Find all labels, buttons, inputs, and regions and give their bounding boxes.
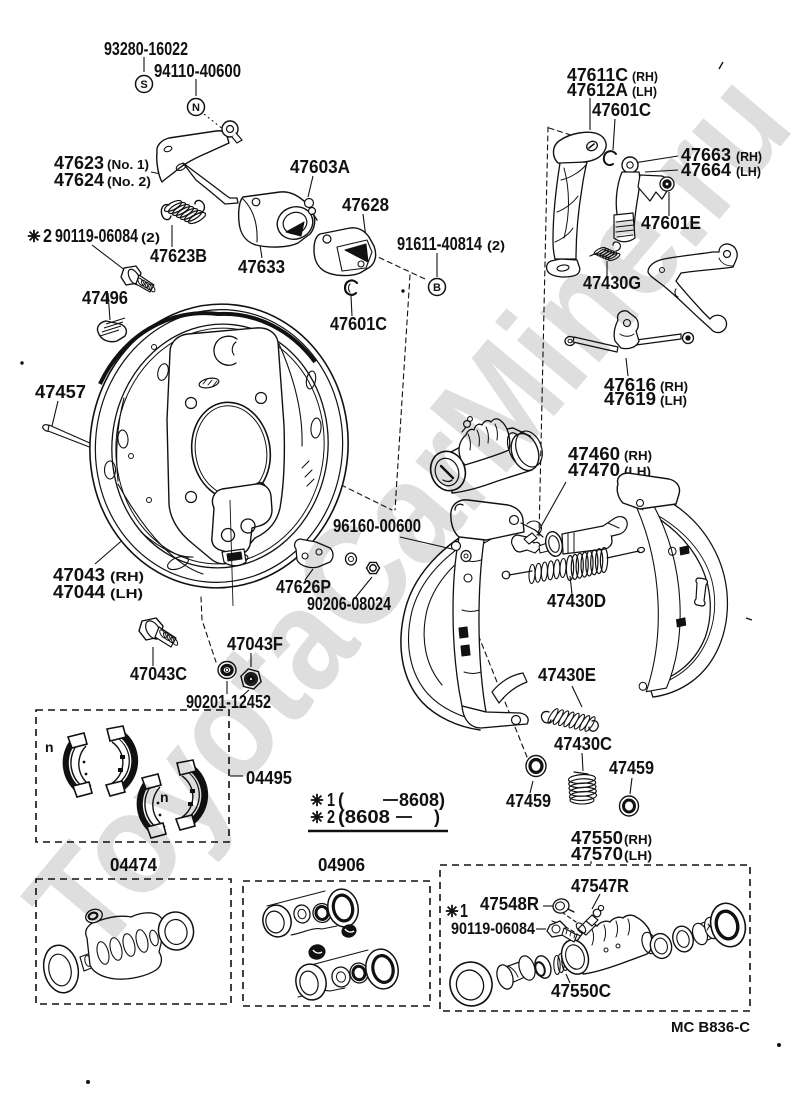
svg-text:(2): (2): [487, 238, 505, 253]
svg-text:8608): 8608): [399, 790, 445, 810]
svg-text:47664: 47664: [681, 160, 731, 180]
svg-text:(RH): (RH): [110, 569, 144, 584]
svg-text:(RH): (RH): [624, 832, 652, 847]
svg-text:47612A: 47612A: [567, 80, 628, 100]
svg-text:n: n: [45, 739, 54, 755]
svg-text:47460: 47460: [568, 444, 620, 464]
svg-text:47547R: 47547R: [571, 876, 629, 896]
svg-text:47470: 47470: [568, 460, 620, 480]
svg-text:47459: 47459: [609, 758, 654, 778]
svg-text:N: N: [192, 102, 200, 114]
svg-text:47601C: 47601C: [592, 100, 651, 120]
svg-text:): ): [434, 807, 440, 827]
svg-text:90201-12452: 90201-12452: [186, 692, 271, 712]
svg-text:(RH): (RH): [632, 69, 658, 84]
svg-text:04906: 04906: [318, 855, 365, 875]
svg-text:MC B836-C: MC B836-C: [671, 1019, 750, 1036]
svg-text:2: 2: [327, 807, 335, 827]
svg-text:1: 1: [460, 901, 468, 921]
svg-text:04474: 04474: [110, 855, 157, 875]
svg-text:(RH): (RH): [624, 448, 652, 463]
svg-text:90119-06084: 90119-06084: [55, 226, 138, 246]
svg-text:47623B: 47623B: [150, 246, 207, 266]
svg-text:47430E: 47430E: [538, 665, 596, 685]
svg-text:90119-06084: 90119-06084: [451, 920, 536, 938]
svg-text:(2): (2): [141, 230, 160, 245]
svg-text:47663: 47663: [681, 145, 731, 165]
svg-text:B: B: [433, 282, 441, 294]
svg-text:47626P: 47626P: [276, 577, 331, 597]
svg-text:1: 1: [327, 790, 335, 810]
svg-text:47430C: 47430C: [554, 734, 612, 754]
svg-text:(RH): (RH): [736, 149, 762, 164]
svg-text:47496: 47496: [82, 288, 128, 308]
svg-text:47548R: 47548R: [480, 894, 539, 914]
svg-text:90206-08024: 90206-08024: [307, 594, 391, 614]
svg-text:47603A: 47603A: [290, 157, 350, 177]
svg-text:04495: 04495: [246, 768, 292, 788]
svg-text:47616: 47616: [604, 375, 656, 395]
svg-text:47457: 47457: [35, 382, 86, 402]
svg-text:(No. 2): (No. 2): [107, 174, 151, 189]
svg-text:96160-00600: 96160-00600: [333, 516, 421, 536]
svg-text:47043: 47043: [53, 565, 105, 585]
svg-text:(8608: (8608: [338, 807, 390, 827]
svg-text:47550: 47550: [571, 828, 623, 848]
svg-text:93280-16022: 93280-16022: [104, 39, 188, 59]
svg-text:47623: 47623: [54, 153, 104, 173]
svg-text:47430G: 47430G: [583, 273, 641, 293]
svg-text:94110-40600: 94110-40600: [154, 61, 241, 81]
svg-text:(LH): (LH): [624, 848, 652, 863]
svg-text:47601C: 47601C: [330, 314, 387, 334]
svg-text:47611C: 47611C: [567, 65, 628, 85]
svg-text:(RH): (RH): [660, 379, 688, 394]
svg-text:(LH): (LH): [632, 84, 657, 99]
svg-text:47633: 47633: [238, 257, 285, 277]
svg-text:47619: 47619: [604, 389, 656, 409]
svg-text:47628: 47628: [342, 195, 389, 215]
svg-text:(LH): (LH): [736, 164, 761, 179]
svg-text:47459: 47459: [506, 791, 551, 811]
svg-text:47430D: 47430D: [547, 591, 606, 611]
svg-text:2: 2: [43, 226, 52, 246]
svg-text:47601E: 47601E: [641, 213, 701, 233]
svg-text:S: S: [140, 79, 147, 91]
svg-text:47624: 47624: [54, 170, 104, 190]
svg-text:(LH): (LH): [110, 586, 143, 601]
svg-text:47043C: 47043C: [130, 664, 187, 684]
svg-text:(No. 1): (No. 1): [107, 157, 149, 172]
svg-text:(LH): (LH): [660, 393, 687, 408]
svg-text:47043F: 47043F: [227, 634, 283, 654]
svg-text:n: n: [160, 789, 169, 805]
svg-text:47550C: 47550C: [551, 981, 611, 1001]
svg-text:(: (: [338, 790, 344, 810]
svg-text:47570: 47570: [571, 844, 623, 864]
svg-text:91611-40814: 91611-40814: [397, 234, 482, 254]
svg-text:47044: 47044: [53, 582, 105, 602]
